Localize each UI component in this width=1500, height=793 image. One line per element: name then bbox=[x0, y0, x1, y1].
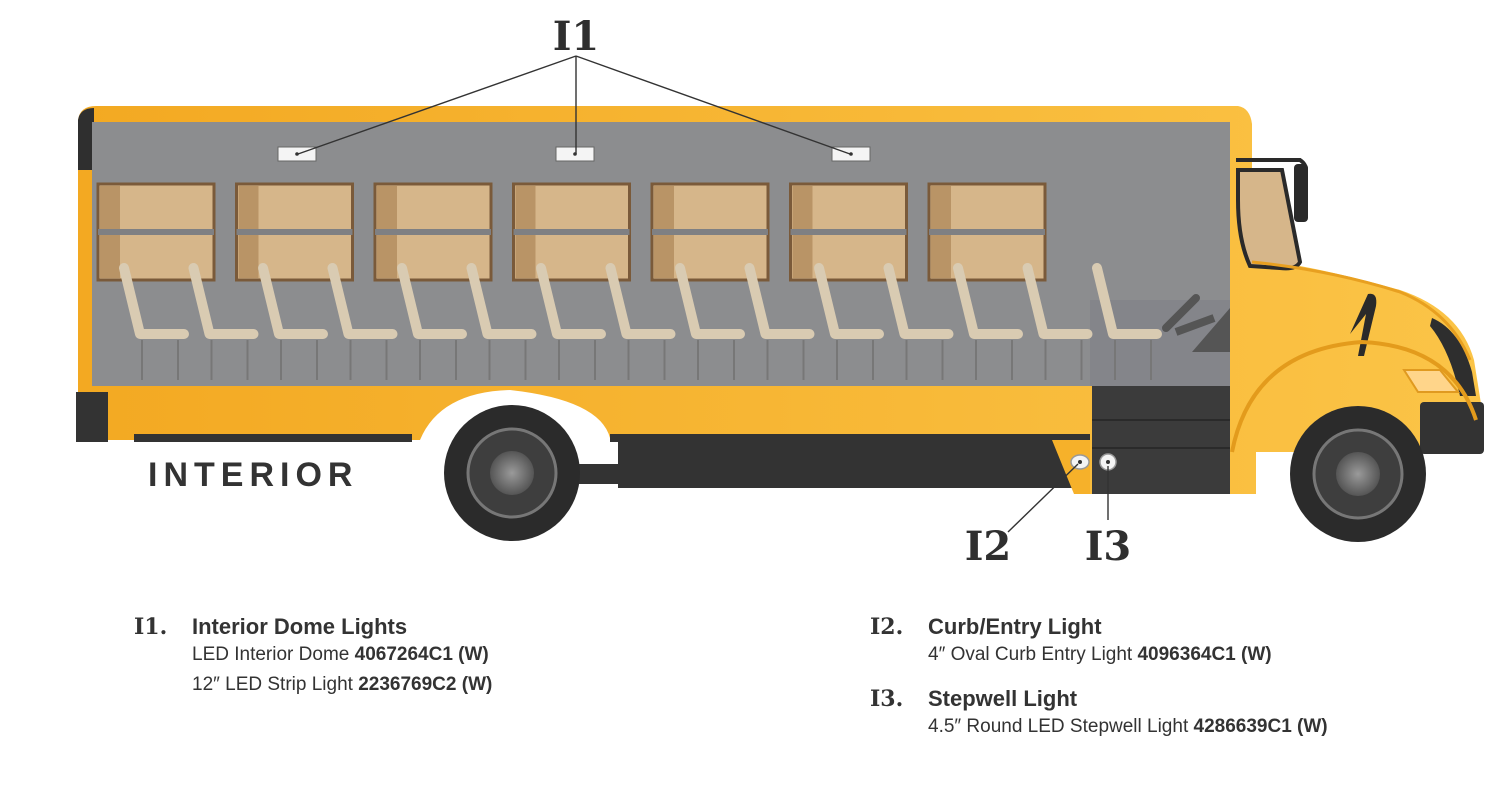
front-windshield bbox=[1236, 168, 1303, 271]
stepwell-light-dot bbox=[1106, 460, 1110, 464]
seat bbox=[188, 263, 259, 380]
skirt-rear bbox=[134, 434, 412, 442]
callout-i3-label: I3 bbox=[1085, 523, 1132, 570]
callout-i2-label: I2 bbox=[965, 523, 1012, 570]
seat bbox=[605, 263, 676, 380]
legend-i2: I2. Curb/Entry Light 4″ Oval Curb Entry … bbox=[870, 614, 1272, 670]
seat bbox=[119, 263, 189, 380]
curb-light-dot bbox=[1078, 460, 1082, 464]
stepwell-corner bbox=[1052, 440, 1090, 494]
rear-bumper bbox=[76, 392, 108, 442]
legend-i1-item-2-part: 2236769C2 (W) bbox=[358, 674, 493, 695]
rear-cap bbox=[78, 108, 94, 170]
seat bbox=[397, 263, 467, 380]
side-box bbox=[618, 440, 1090, 488]
dome-lights bbox=[277, 146, 871, 162]
section-label-interior: INTERIOR bbox=[148, 456, 358, 494]
legend-i2-title: Curb/Entry Light bbox=[928, 614, 1102, 639]
legend-i2-code: I2. bbox=[870, 614, 904, 640]
skirt-mid bbox=[610, 434, 1090, 442]
legend-i3-header: I3. Stepwell Light bbox=[870, 686, 1328, 712]
legend-i1-item-1-desc: LED Interior Dome bbox=[192, 644, 355, 665]
legend-i3-title: Stepwell Light bbox=[928, 686, 1078, 711]
bus-body bbox=[76, 106, 1482, 494]
legend-i1-item-1: LED Interior Dome 4067264C1 (W) bbox=[192, 640, 492, 670]
front-wheel bbox=[1290, 406, 1426, 542]
legend-i1: I1. Interior Dome Lights LED Interior Do… bbox=[134, 614, 492, 700]
front-wheel-arch bbox=[1230, 339, 1478, 453]
window bbox=[927, 182, 1047, 282]
legend-i1-item-2-desc: 12″ LED Strip Light bbox=[192, 674, 359, 695]
rear-wheel bbox=[444, 405, 580, 541]
legend-i3-item-1-part: 4286639C1 (W) bbox=[1193, 716, 1328, 737]
seat bbox=[953, 263, 1023, 380]
steering-wheel bbox=[1162, 294, 1200, 332]
seat bbox=[536, 263, 606, 380]
seat bbox=[1092, 263, 1162, 380]
legend-i3: I3. Stepwell Light 4.5″ Round LED Stepwe… bbox=[870, 686, 1328, 742]
legend-i3-item-1: 4.5″ Round LED Stepwell Light 4286639C1 … bbox=[928, 712, 1328, 742]
stepwell bbox=[1092, 386, 1230, 494]
seat bbox=[675, 263, 745, 380]
mirror bbox=[1294, 164, 1308, 222]
legend-i1-item-1-part: 4067264C1 (W) bbox=[354, 644, 489, 665]
legend-i2-item-1-desc: 4″ Oval Curb Entry Light bbox=[928, 644, 1138, 665]
front-hub bbox=[1336, 452, 1380, 496]
callout-leaders bbox=[297, 55, 1109, 533]
curb-entry-light bbox=[1070, 454, 1090, 470]
leader-i2 bbox=[1007, 463, 1079, 533]
seat bbox=[814, 263, 884, 380]
headlight-lamp bbox=[1402, 369, 1461, 393]
seat bbox=[466, 263, 537, 380]
seat bbox=[883, 263, 954, 380]
legend-i1-title: Interior Dome Lights bbox=[192, 614, 408, 639]
legend-i1-item-2: 12″ LED Strip Light 2236769C2 (W) bbox=[192, 670, 492, 700]
legend-i1-header: I1. Interior Dome Lights bbox=[134, 614, 492, 640]
legend-i3-item-1-desc: 4.5″ Round LED Stepwell Light bbox=[928, 716, 1194, 737]
seat bbox=[258, 263, 328, 380]
hood-top bbox=[1251, 260, 1472, 361]
seat bbox=[744, 263, 815, 380]
headlight-dark bbox=[1430, 318, 1476, 396]
windows bbox=[96, 182, 1047, 282]
window bbox=[235, 182, 354, 282]
front-bumper bbox=[1420, 402, 1484, 454]
legend-i3-code: I3. bbox=[870, 686, 904, 712]
steering-column bbox=[1174, 314, 1216, 336]
callout-i1-label: I1 bbox=[553, 13, 600, 60]
seat bbox=[327, 263, 398, 380]
dashboard bbox=[1192, 308, 1230, 352]
legend-i2-item-1: 4″ Oval Curb Entry Light 4096364C1 (W) bbox=[928, 640, 1272, 670]
legend-i2-item-1-part: 4096364C1 (W) bbox=[1137, 644, 1272, 665]
axle-bar bbox=[576, 464, 620, 484]
legend-i1-code: I1. bbox=[134, 614, 168, 640]
legend-i2-header: I2. Curb/Entry Light bbox=[870, 614, 1272, 640]
seats bbox=[119, 263, 1162, 380]
bus-front bbox=[1230, 158, 1484, 454]
seat bbox=[1022, 263, 1093, 380]
driver-area bbox=[1162, 294, 1230, 352]
leader-i1-right bbox=[575, 55, 851, 155]
hood-ornament bbox=[1350, 293, 1377, 356]
rear-hub bbox=[490, 451, 534, 495]
dome-light bbox=[555, 146, 595, 162]
leader-i1-left bbox=[297, 55, 577, 155]
